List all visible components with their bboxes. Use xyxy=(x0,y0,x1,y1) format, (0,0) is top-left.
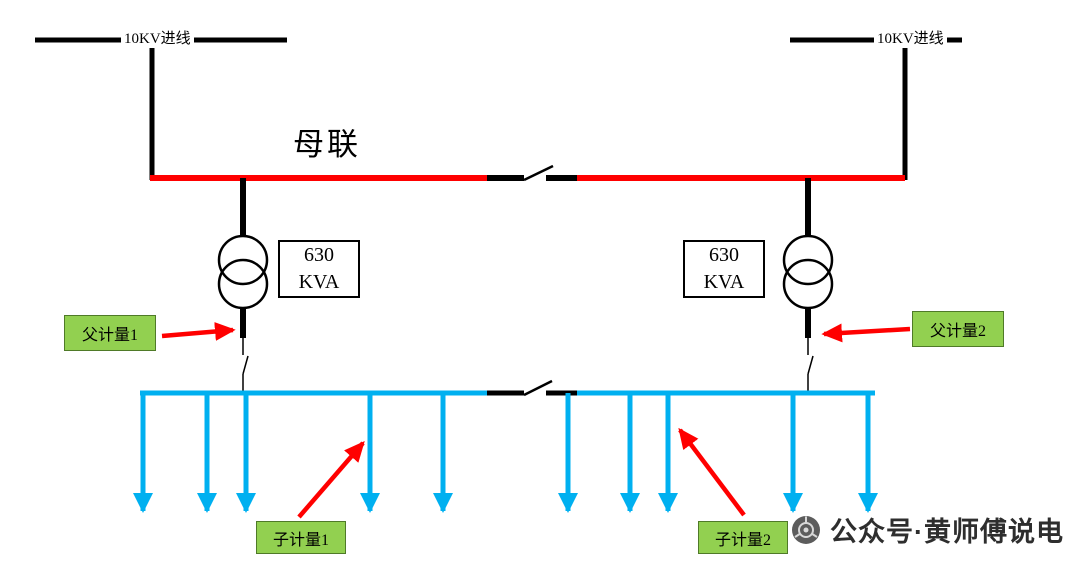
child-meter-1-label: 子计量1 xyxy=(256,521,346,554)
transformer-left-rating-box: 630 KVA xyxy=(278,240,360,298)
child-meter-2-arrow xyxy=(678,427,746,517)
transformer-right xyxy=(782,178,834,392)
bus-tie-switch-blade xyxy=(523,164,554,182)
incoming-line-right xyxy=(790,37,962,180)
watermark: 公众号·黄师傅说电 xyxy=(789,510,1064,549)
incoming-line-left xyxy=(35,37,287,180)
red-bus xyxy=(150,164,905,182)
parent-meter-2-label: 父计量2 xyxy=(912,311,1004,347)
incoming-right-label: 10KV进线 xyxy=(874,31,947,48)
watermark-logo-icon xyxy=(789,513,823,547)
transformer-left-primary-winding-icon xyxy=(217,234,269,286)
transformer-right-rating-box: 630 KVA xyxy=(683,240,765,298)
transformer-right-primary-winding-icon xyxy=(782,234,834,286)
feeder-arrows xyxy=(133,393,878,514)
lv-tie-switch-blade xyxy=(523,379,553,397)
child-meter-2-label: 子计量2 xyxy=(698,521,788,554)
callout-arrows xyxy=(161,322,911,519)
transformer-left xyxy=(217,178,269,392)
blue-bus xyxy=(140,379,875,397)
parent-meter-1-arrow xyxy=(161,322,236,341)
incoming-left-label: 10KV进线 xyxy=(121,31,194,48)
watermark-text: 公众号·黄师傅说电 xyxy=(830,517,1064,547)
transformer-right-switch-blade xyxy=(807,355,814,375)
parent-meter-2-arrow xyxy=(821,323,911,343)
bus-tie-label: 母联 xyxy=(293,127,361,162)
transformer-left-switch-blade xyxy=(242,355,249,375)
parent-meter-1-label: 父计量1 xyxy=(64,315,156,351)
child-meter-1-arrow xyxy=(297,440,365,519)
